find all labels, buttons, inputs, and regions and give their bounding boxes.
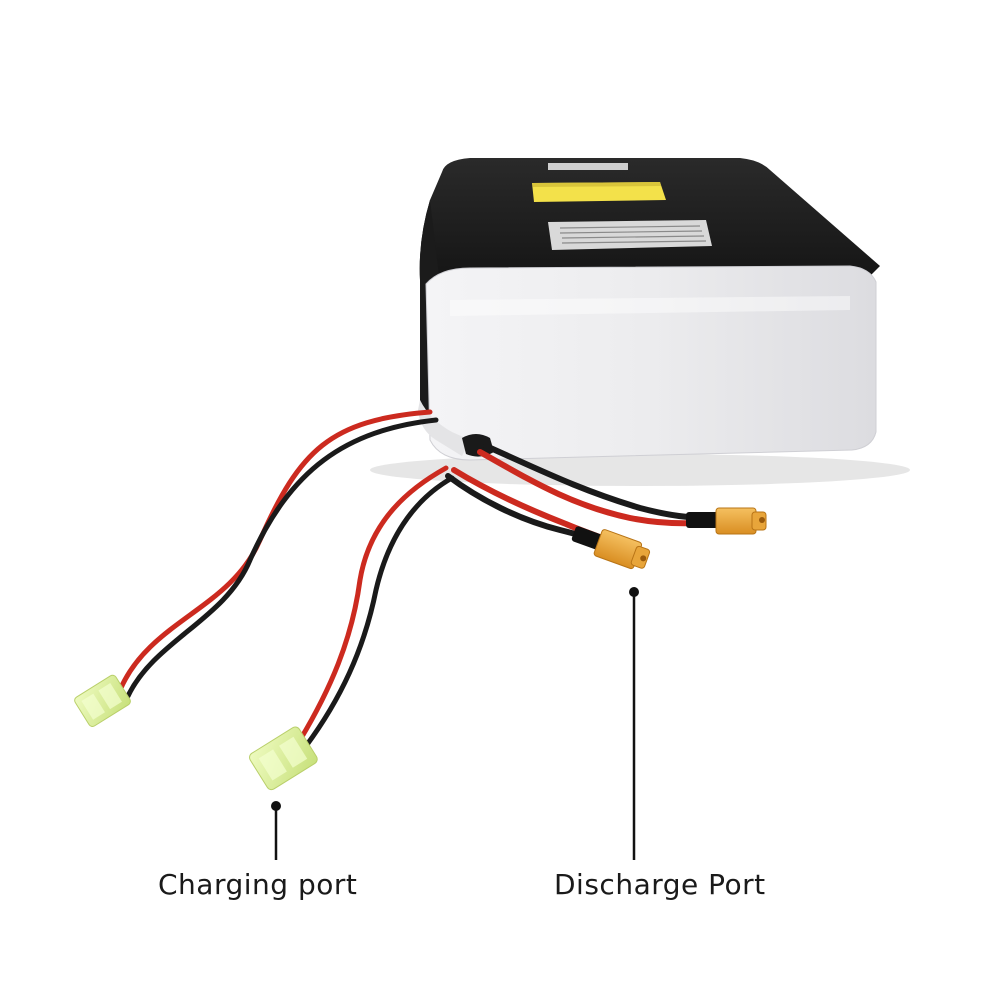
charging-cable-a — [117, 409, 439, 699]
discharge-port-label: Discharge Port — [554, 868, 766, 901]
spec-label-text — [559, 225, 707, 244]
discharge-port-leader — [629, 587, 639, 860]
charging-connector-a — [74, 674, 131, 727]
warning-sticker — [532, 182, 666, 202]
discharge-connector-upper — [686, 507, 767, 535]
floor-shadow — [370, 454, 910, 486]
cable-grommet — [462, 434, 494, 457]
charging-connector-b — [249, 726, 318, 791]
spec-label — [548, 220, 712, 250]
battery-front-face — [425, 265, 877, 461]
discharge-connector-lower — [571, 526, 651, 570]
top-sticker-strip — [548, 163, 628, 170]
charging-port-leader — [271, 801, 281, 860]
battery-top — [419, 158, 880, 280]
front-highlight — [450, 296, 850, 316]
charging-cable-b — [297, 465, 455, 749]
charging-port-label: Charging port — [158, 868, 358, 901]
